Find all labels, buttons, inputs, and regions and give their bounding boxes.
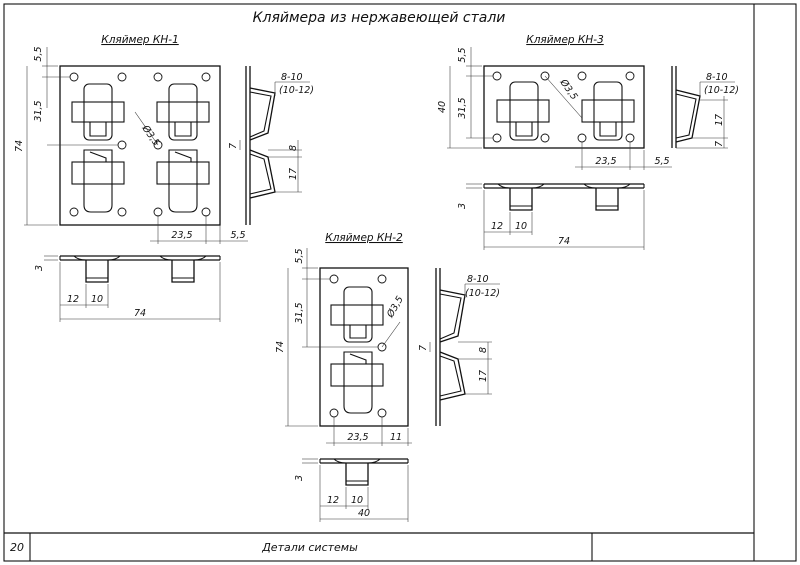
kh1-bottom-total: 74 — [134, 308, 146, 319]
kh1-top-offset: 5,5 — [33, 46, 44, 61]
kh3-bottom-a: 12 — [491, 221, 503, 232]
kh2-hole-dim: Ø3,5 — [385, 294, 406, 320]
kh1-side-slot: 7 — [228, 143, 239, 149]
sheet-frame — [3, 3, 797, 562]
kh3-group: Кляймер КН-3 Ø3,5 5 — [437, 34, 739, 250]
kh2-bottom-view — [319, 458, 409, 486]
kh2-side-slot: 7 — [418, 345, 429, 351]
kh3-height: 40 — [437, 101, 448, 113]
kh2-bottom-b: 10 — [351, 495, 363, 506]
kh1-side-dims: 8-10 (10-12) 7 8 17 — [228, 72, 314, 180]
kh2-top-offset: 5,5 — [294, 248, 305, 263]
kh1-side-gap: 8-10 — [281, 72, 303, 83]
kh2-side-gap: 8-10 — [467, 274, 489, 285]
kh1-bottom-edge: 5,5 — [230, 230, 245, 241]
kh1-group: Кляймер КН-1 Ø3,5 — [14, 34, 314, 322]
kh3-bottom-width: 23,5 — [595, 156, 616, 167]
kh3-side-slot: 17 — [714, 114, 725, 126]
kh1-side-tab: 8 — [288, 145, 299, 151]
kh2-pitch: 31,5 — [294, 302, 305, 323]
kh3-hole-dim: Ø3,5 — [557, 77, 580, 103]
kh1-front-dims: 5,5 31,5 74 23,5 5,5 — [14, 46, 248, 244]
kh2-side-gap-alt: (10-12) — [465, 288, 500, 299]
kh1-height: 74 — [14, 140, 25, 152]
footer-caption: Детали системы — [261, 541, 358, 554]
kh2-bottom-thickness: 3 — [294, 475, 305, 481]
kh1-bottom-dims: 3 12 10 74 — [34, 255, 221, 322]
kh1-bottom-b: 10 — [91, 294, 103, 305]
kh3-bottom-thickness: 3 — [457, 203, 468, 209]
kh1-bottom-width: 23,5 — [171, 230, 192, 241]
kh3-bottom-dims: 3 12 10 74 — [457, 183, 645, 250]
kh1-bottom-view — [59, 255, 221, 283]
kh3-side-view — [671, 66, 735, 149]
kh3-bottom-edge: 5,5 — [654, 156, 669, 167]
kh1-side-view — [239, 66, 310, 225]
kh1-pitch: 31,5 — [33, 100, 44, 121]
kh1-bottom-thickness: 3 — [34, 265, 45, 271]
kh3-side-tab: 7 — [714, 141, 725, 147]
kh2-bottom-edge: 11 — [390, 432, 402, 443]
kh2-bottom-width: 23,5 — [347, 432, 368, 443]
kh1-title: Кляймер КН-1 — [101, 34, 179, 46]
kh2-side-dims: 8-10 (10-12) 7 8 17 — [418, 274, 500, 382]
page-title: Кляймера из нержавеющей стали — [253, 10, 506, 26]
kh3-side-gap-alt: (10-12) — [704, 85, 739, 96]
kh1-side-depth: 17 — [288, 168, 299, 180]
kh3-title: Кляймер КН-3 — [526, 34, 604, 46]
kh2-side-tab: 8 — [478, 347, 489, 353]
kh2-side-view — [429, 268, 500, 426]
kh2-bottom-a: 12 — [327, 495, 339, 506]
kh3-side-dims: 8-10 (10-12) 17 7 — [704, 72, 739, 147]
kh3-top-offset: 5,5 — [457, 47, 468, 62]
kh1-front-view: Ø3,5 — [59, 65, 221, 226]
kh3-bottom-view — [483, 183, 645, 211]
kh2-front-dims: 5,5 31,5 74 23,5 11 — [275, 248, 412, 446]
kh2-title: Кляймер КН-2 — [325, 232, 403, 244]
kh3-side-gap: 8-10 — [706, 72, 728, 83]
kh3-bottom-total: 74 — [558, 236, 570, 247]
page-number: 20 — [10, 541, 24, 554]
kh3-front-view: Ø3,5 — [483, 65, 645, 149]
kh2-side-depth: 17 — [478, 370, 489, 382]
kh2-bottom-dims: 3 12 10 40 — [294, 458, 409, 522]
kh1-bottom-a: 12 — [67, 294, 79, 305]
kh3-front-dims: 5,5 31,5 40 23,5 5,5 — [437, 47, 672, 170]
kh3-bottom-b: 10 — [515, 221, 527, 232]
kh1-side-gap-alt: (10-12) — [279, 85, 314, 96]
kh2-bottom-total: 40 — [358, 508, 370, 519]
kh2-height: 74 — [275, 341, 286, 353]
kh3-pitch: 31,5 — [457, 97, 468, 118]
kh2-group: Кляймер КН-2 Ø3,5 5,5 — [275, 232, 500, 522]
